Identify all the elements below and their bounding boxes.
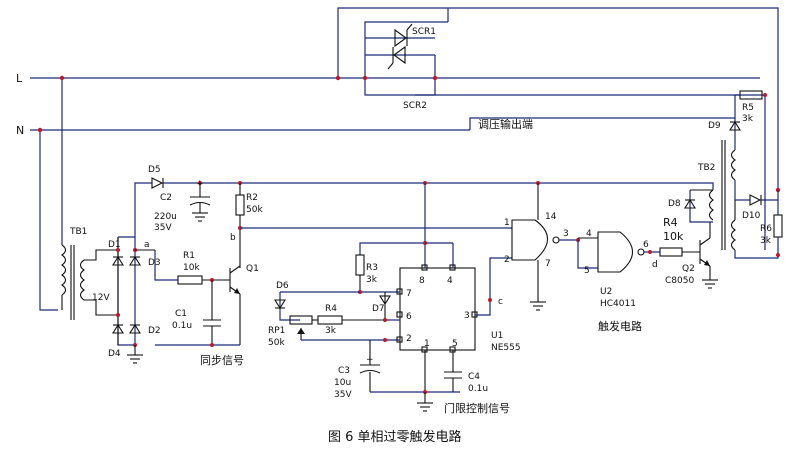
label-a: a — [144, 240, 150, 250]
label-c2: C2 — [160, 193, 172, 203]
label-rp1: RP1 — [268, 326, 285, 336]
label-c2v: 220u — [154, 212, 177, 222]
pin-5: 5 — [452, 339, 458, 349]
scr2-symbol — [387, 45, 406, 70]
c3-plus: + — [366, 355, 374, 365]
label-tb2: TB2 — [697, 163, 715, 173]
label-scr1: SCR1 — [412, 27, 436, 37]
pin-7: 7 — [406, 289, 412, 299]
label-c3r: 35V — [334, 390, 352, 400]
gate-pin-5: 5 — [584, 266, 590, 276]
label-c4v: 0.1u — [468, 384, 488, 394]
label-c2r: 35V — [154, 223, 172, 233]
label-r4bv: 10k — [663, 230, 684, 243]
pin-8: 8 — [419, 276, 425, 286]
pin-3: 3 — [464, 311, 470, 321]
gate-pin-3: 3 — [563, 229, 569, 239]
ne555-block — [274, 183, 512, 412]
label-r3: R3 — [366, 263, 378, 273]
gate-pin-4: 4 — [586, 229, 592, 239]
label-c1v: 0.1u — [172, 321, 192, 331]
nand-gates — [511, 183, 660, 311]
label-gate: 门限控制信号 — [444, 401, 510, 415]
label-r2: R2 — [246, 193, 258, 203]
label-output: 调压输出端 — [478, 117, 533, 131]
label-q2: Q2 — [682, 264, 695, 274]
label-L: L — [16, 72, 23, 85]
gate-pin-14: 14 — [545, 212, 557, 222]
trigger-output — [659, 90, 783, 289]
label-d: d — [652, 260, 658, 270]
label-r4a: R4 — [325, 304, 337, 314]
label-scr2: SCR2 — [403, 101, 427, 111]
pin-1: 1 — [424, 339, 430, 349]
label-c4: C4 — [468, 372, 480, 382]
label-u1v: NE555 — [491, 343, 521, 353]
label-N: N — [16, 124, 24, 137]
gate-pin-1: 1 — [504, 218, 510, 228]
gate-pin-6: 6 — [643, 240, 649, 250]
label-r5: R5 — [742, 103, 754, 113]
label-d6: D6 — [276, 281, 289, 291]
label-d5: D5 — [148, 165, 161, 175]
label-c1: C1 — [175, 309, 187, 319]
label-d7: D7 — [372, 304, 385, 314]
label-d3: D3 — [148, 258, 161, 268]
label-trig: 触发电路 — [598, 319, 642, 333]
label-d9: D9 — [708, 121, 721, 131]
label-d10: D10 — [742, 211, 761, 221]
label-d1: D1 — [108, 240, 121, 250]
pin-4: 4 — [447, 276, 453, 286]
supply-rail — [134, 177, 714, 268]
label-r6v: 3k — [760, 236, 772, 246]
mains-wires — [30, 7, 779, 311]
label-r1v: 10k — [183, 263, 200, 273]
label-tb1: TB1 — [69, 227, 87, 237]
label-r4av: 3k — [325, 326, 337, 336]
label-d8: D8 — [668, 199, 681, 209]
bridge-rectifier — [112, 236, 143, 364]
label-12v: 12V — [92, 293, 110, 303]
sync-transistor — [135, 249, 241, 347]
c2-plus: + — [196, 179, 204, 189]
label-u2v: HC4011 — [600, 299, 636, 309]
label-c: c — [498, 297, 503, 307]
pin-2: 2 — [406, 334, 412, 344]
figure-caption: 图 6 单相过零触发电路 — [328, 429, 462, 445]
label-r3v: 3k — [366, 275, 378, 285]
label-sync: 同步信号 — [200, 354, 244, 367]
label-d4: D4 — [108, 349, 121, 359]
label-r1: R1 — [183, 251, 195, 261]
scr1-symbol — [394, 23, 413, 48]
label-q1: Q1 — [246, 264, 259, 274]
label-r2v: 50k — [246, 205, 263, 215]
label-r4b: R4 — [663, 216, 678, 229]
label-c3: C3 — [338, 366, 350, 376]
tb1-transformer — [61, 244, 118, 320]
label-r6: R6 — [760, 224, 772, 234]
gate-pin-2: 2 — [504, 255, 510, 265]
label-u2: U2 — [600, 287, 612, 297]
label-r5v: 3k — [742, 114, 754, 124]
label-q2v: C8050 — [665, 276, 694, 286]
label-b: b — [230, 233, 236, 243]
label-rp1v: 50k — [268, 338, 285, 348]
pin-6: 6 — [406, 312, 412, 322]
label-d2: D2 — [148, 326, 161, 336]
label-u1: U1 — [491, 331, 503, 341]
gate-pin-7: 7 — [545, 259, 551, 269]
label-c3v: 10u — [334, 378, 351, 388]
